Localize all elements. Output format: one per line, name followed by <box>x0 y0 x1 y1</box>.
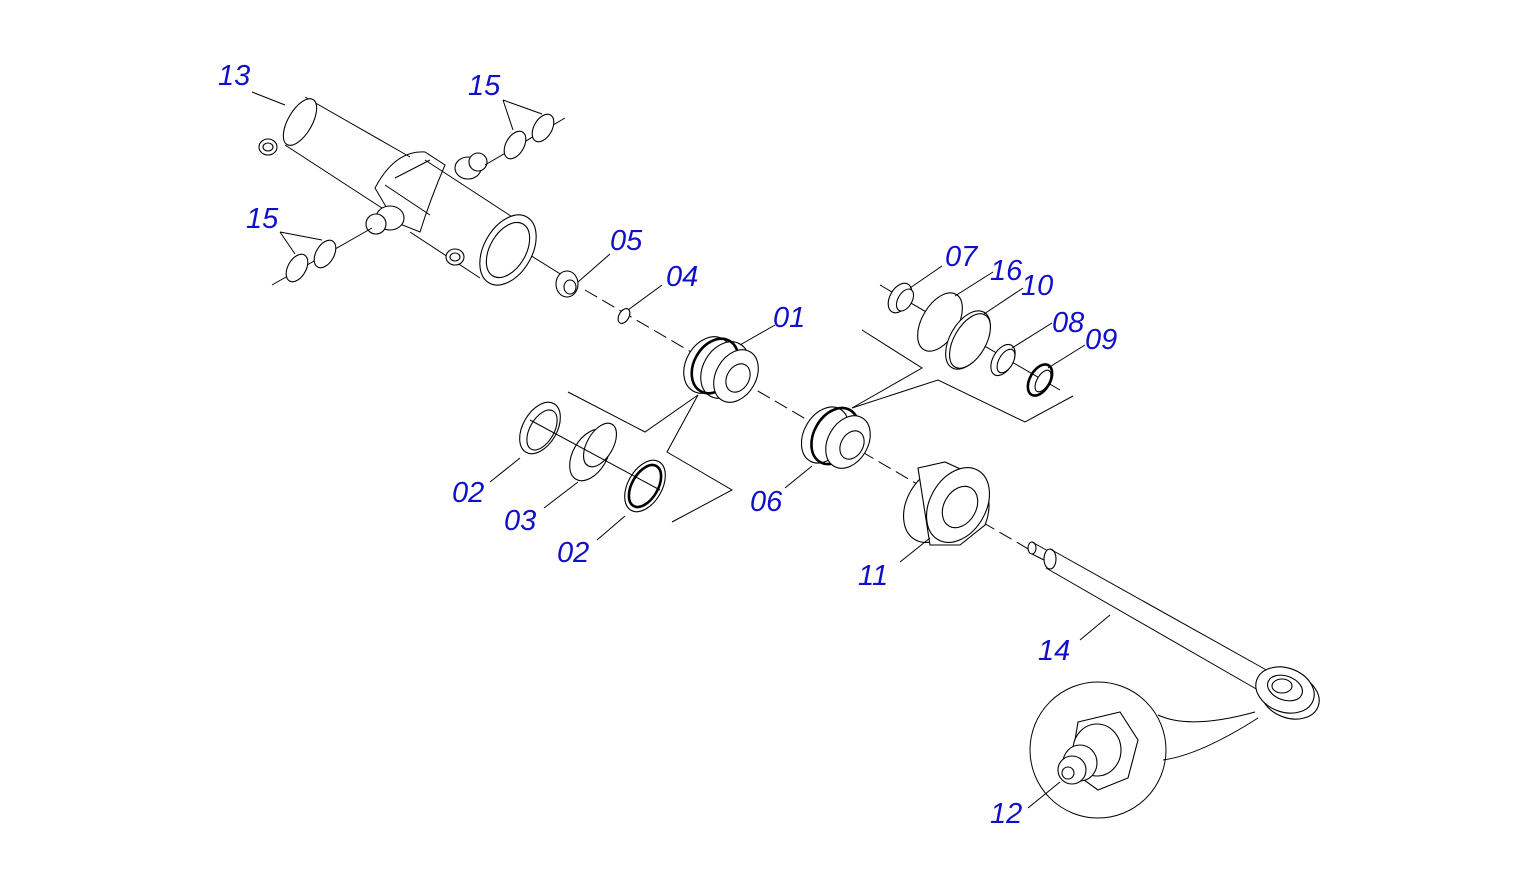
part-10-o-ring <box>945 287 1024 370</box>
leader-bracket-06-seals <box>851 329 1074 423</box>
label-14: 14 <box>1038 635 1070 667</box>
part-15-o-rings-upper <box>484 99 566 166</box>
label-15-upper: 15 <box>468 70 501 102</box>
part-05-nut <box>555 253 611 298</box>
label-07: 07 <box>945 241 979 273</box>
label-01: 01 <box>773 302 805 334</box>
part-12-grease-nipple-detail <box>1027 681 1259 819</box>
label-03: 03 <box>504 505 536 537</box>
callout-labels: 13 15 15 05 04 01 07 16 10 08 09 02 03 0… <box>218 60 1117 830</box>
label-04: 04 <box>666 261 698 293</box>
label-12: 12 <box>990 798 1022 830</box>
seals-axis <box>529 419 661 491</box>
label-05: 05 <box>610 225 643 257</box>
part-02-seal-upper <box>489 401 561 483</box>
label-08: 08 <box>1052 307 1084 339</box>
label-13: 13 <box>218 60 250 92</box>
part-11-end-nut <box>899 461 990 563</box>
label-02-upper: 02 <box>452 477 484 509</box>
label-09: 09 <box>1085 324 1117 356</box>
part-13-cylinder-body <box>251 91 537 286</box>
part-03-ring <box>543 422 618 509</box>
label-16: 16 <box>990 255 1023 287</box>
label-15-lower: 15 <box>246 203 279 235</box>
part-15-o-rings-lower <box>271 227 373 286</box>
part-01-piston <box>683 324 776 403</box>
part-09-wiper-seal <box>1026 344 1086 397</box>
label-10: 10 <box>1021 270 1053 302</box>
part-08-rod-seal <box>990 322 1053 377</box>
part-06-gland <box>784 406 871 489</box>
label-11: 11 <box>858 560 888 592</box>
leader-bracket-01-seals <box>567 391 734 523</box>
part-04-small-o-ring <box>617 284 663 324</box>
label-06: 06 <box>750 486 783 518</box>
part-07-wiper <box>887 265 943 314</box>
label-02-lower: 02 <box>557 537 589 569</box>
part-14-piston-rod <box>1027 541 1320 720</box>
part-02-seal-lower <box>596 459 666 541</box>
